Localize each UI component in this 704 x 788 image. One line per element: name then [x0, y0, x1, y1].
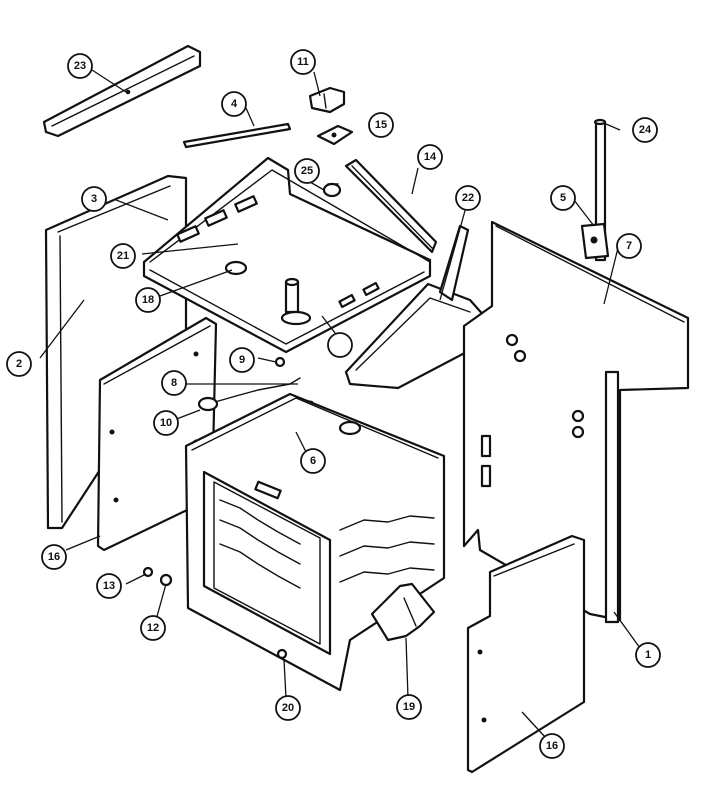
part-hinge: [370, 582, 436, 642]
callout-10-label: 10: [160, 417, 172, 429]
callout-3: 3: [81, 186, 107, 212]
callout-1-label: 1: [645, 649, 651, 661]
callout-9: 9: [229, 347, 255, 373]
callout-23-label: 24: [639, 124, 652, 136]
callout-21-label: 22: [462, 192, 474, 204]
callout-22: 23: [67, 53, 93, 79]
part-rod: [182, 122, 292, 149]
callout-17: 18: [135, 287, 161, 313]
callout-2: 2: [6, 351, 32, 377]
callout-4: 4: [221, 91, 247, 117]
part-burner-box: [142, 156, 432, 354]
callout-12-label: 12: [147, 622, 159, 634]
callout-2-label: 2: [16, 358, 22, 370]
callout-14-label: 14: [424, 151, 437, 163]
callout-9-label: 9: [239, 354, 245, 366]
callout-20: 21: [110, 243, 136, 269]
part-right-side-panel: [462, 220, 690, 624]
part-top-rail: [42, 44, 202, 138]
callout-17-label: 18: [142, 294, 154, 306]
callout-16-left: 16: [41, 544, 67, 570]
callout-15: 15: [368, 112, 394, 138]
callout-8-label: 8: [171, 377, 177, 389]
part-knob: [322, 182, 342, 198]
callout-19: 20: [275, 695, 301, 721]
callout-15-label: 15: [375, 119, 387, 131]
part-side-rail: [344, 158, 438, 254]
callout-25: [327, 332, 353, 358]
callout-19-label: 20: [282, 702, 294, 714]
callout-16-right-label: 16: [546, 740, 558, 752]
callout-1: 1: [635, 642, 661, 668]
callout-16-right: 16: [539, 733, 565, 759]
callout-22-label: 23: [74, 60, 86, 72]
callout-6: 6: [300, 448, 326, 474]
callout-13-label: 13: [103, 580, 115, 592]
callout-24: 25: [294, 158, 320, 184]
callout-24-label: 25: [301, 165, 313, 177]
part-oven-cavity: [184, 392, 446, 692]
callout-13: 13: [96, 573, 122, 599]
callout-8: 8: [161, 370, 187, 396]
callout-3-label: 3: [91, 193, 97, 205]
callout-20-label: 21: [117, 250, 129, 262]
callout-5-label: 5: [560, 192, 566, 204]
part-valve: [580, 222, 610, 260]
callout-7: 7: [616, 233, 642, 259]
callout-23: 24: [632, 117, 658, 143]
callout-10: 10: [153, 410, 179, 436]
callout-14: 14: [417, 144, 443, 170]
callout-5: 5: [550, 185, 576, 211]
callout-12: 12: [140, 615, 166, 641]
callout-7-label: 7: [626, 240, 632, 252]
part-plate: [316, 124, 354, 146]
callout-21: 22: [455, 185, 481, 211]
callout-11-label: 11: [297, 56, 309, 68]
callout-18: 19: [396, 694, 422, 720]
callout-6-label: 6: [310, 455, 316, 467]
part-vertical-tube: [593, 118, 607, 262]
callout-11: 11: [290, 49, 316, 75]
callout-18-label: 19: [403, 701, 415, 713]
part-bracket: [308, 86, 346, 114]
leader-lines: [39, 69, 641, 739]
part-bottom-panel: [466, 534, 586, 774]
callout-16-left-label: 16: [48, 551, 60, 563]
callout-4-label: 4: [231, 98, 238, 110]
